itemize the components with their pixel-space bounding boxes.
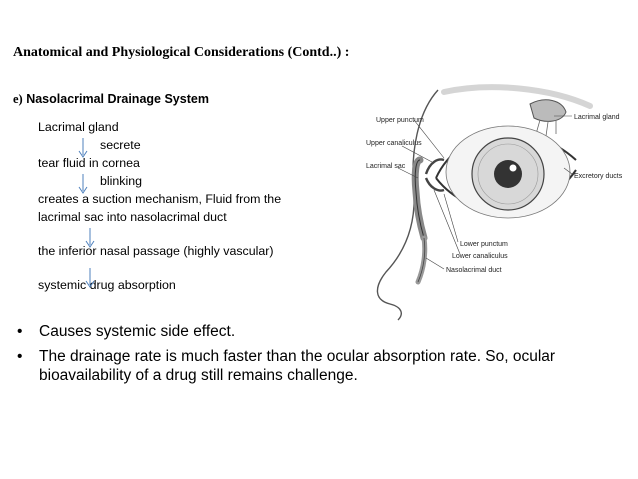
pupil	[494, 160, 522, 188]
label-upper-canaliculus: Upper canaliculus	[366, 140, 422, 147]
brow-shading	[441, 84, 593, 109]
section-heading: e) Nasolacrimal Drainage System	[13, 92, 209, 107]
flow-step-systemic-absorption: systemic drug absorption	[38, 278, 176, 292]
flow-step-suction-a: creates a suction mechanism, Fluid from …	[38, 192, 282, 206]
bullet-text: Causes systemic side effect.	[39, 323, 236, 340]
lacrimal-sac-outline	[414, 159, 425, 239]
slide-title: Anatomical and Physiological Considerati…	[13, 45, 350, 60]
pupil-highlight	[509, 164, 517, 172]
upper-canaliculus-shape	[424, 158, 445, 175]
face-contour	[376, 89, 439, 321]
bullet-item: • Causes systemic side effect.	[17, 322, 617, 341]
label-lower-canaliculus: Lower canaliculus	[452, 253, 508, 260]
bullet-list: • Causes systemic side effect. • The dra…	[17, 322, 617, 391]
lower-canaliculus-shape	[424, 177, 445, 192]
flow-verb-secrete: secrete	[100, 138, 141, 152]
iris-ring	[477, 143, 539, 205]
leader-lines	[397, 115, 573, 270]
down-arrow-icon	[85, 268, 95, 288]
label-lower-punctum: Lower punctum	[460, 241, 508, 248]
down-arrow-icon	[78, 138, 88, 158]
label-lacrimal-sac: Lacrimal sac	[366, 163, 406, 170]
label-nasolacrimal-duct: Nasolacrimal duct	[446, 267, 502, 274]
flow-step-tear-fluid: tear fluid in cornea	[38, 156, 140, 170]
lacrimal-gland-shape	[529, 99, 567, 122]
bullet-text: The drainage rate is much faster than th…	[39, 348, 556, 384]
flow-verb-blinking: blinking	[100, 174, 143, 188]
bullet-symbol: •	[17, 348, 23, 365]
label-upper-punctum: Upper punctum	[376, 117, 424, 124]
flow-step-suction-b: lacrimal sac into nasolacrimal duct	[38, 210, 227, 224]
down-arrow-icon	[85, 228, 95, 248]
bullet-symbol: •	[17, 323, 23, 340]
down-arrow-icon	[78, 174, 88, 194]
nasolacrimal-diagram: Upper punctum Lacrimal gland Upper canal…	[366, 84, 623, 321]
section-letter: e)	[13, 92, 23, 106]
drainage-flow: Lacrimal gland secrete tear fluid in cor…	[38, 118, 338, 294]
nasolacrimal-duct-outline	[417, 237, 426, 283]
flow-step-lacrimal-gland: Lacrimal gland	[38, 120, 119, 134]
label-excretory-ducts: Excretory ducts	[574, 173, 623, 180]
section-heading-text: Nasolacrimal Drainage System	[26, 92, 209, 106]
bullet-item: • The drainage rate is much faster than …	[17, 347, 617, 385]
label-lacrimal-gland: Lacrimal gland	[574, 114, 620, 121]
flow-step-nasal-passage: the inferior nasal passage (highly vascu…	[38, 244, 274, 258]
